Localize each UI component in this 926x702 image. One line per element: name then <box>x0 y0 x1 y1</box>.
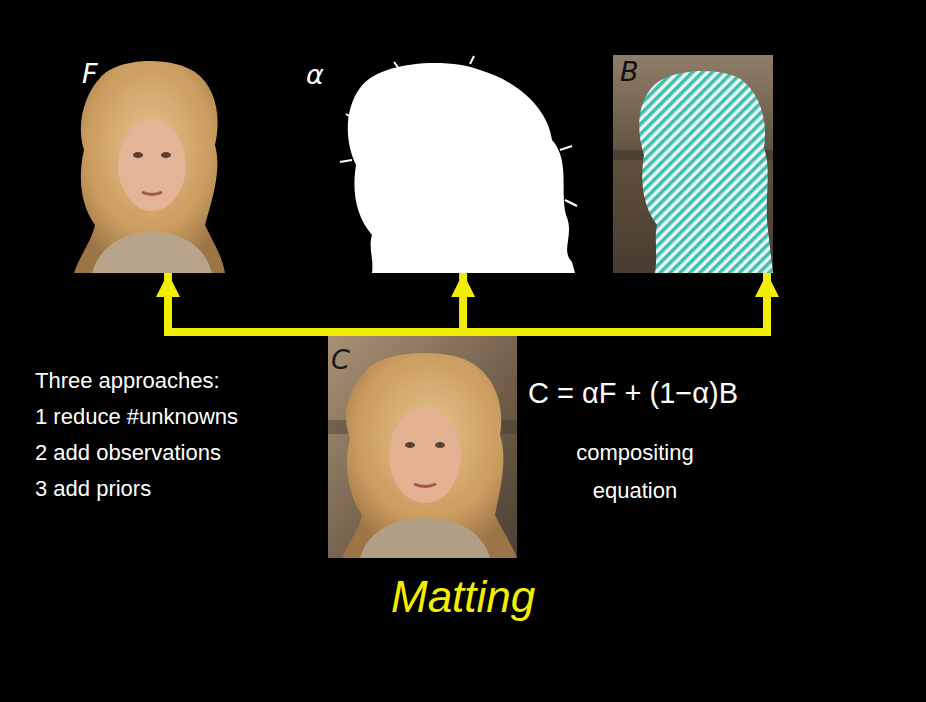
background-image <box>613 55 773 273</box>
yellow-arrow <box>459 273 467 335</box>
panel-letter: B <box>620 57 639 87</box>
alpha-matte-image <box>340 56 577 273</box>
background-panel: B <box>613 55 773 273</box>
panel-letter: α <box>306 60 324 90</box>
caption: Matting <box>391 572 535 622</box>
panel-letter: C <box>331 345 350 375</box>
yellow-arrow <box>168 273 463 335</box>
note-line: 3 add priors <box>35 476 151 502</box>
note-line: 1 reduce #unknowns <box>35 404 238 430</box>
foreground-image <box>74 61 225 273</box>
equation: C = αF + (1−α)B <box>528 376 738 411</box>
note-line: Three approaches: <box>35 368 220 394</box>
equation-note: compositing equation <box>560 434 710 510</box>
panel-letter: F <box>82 59 98 89</box>
alpha-panel: α <box>300 58 610 273</box>
composite-image <box>328 335 517 558</box>
yellow-arrow <box>463 273 767 335</box>
foreground-panel: F <box>70 55 225 273</box>
composite-panel: C <box>328 335 517 558</box>
note-line: 2 add observations <box>35 440 221 466</box>
